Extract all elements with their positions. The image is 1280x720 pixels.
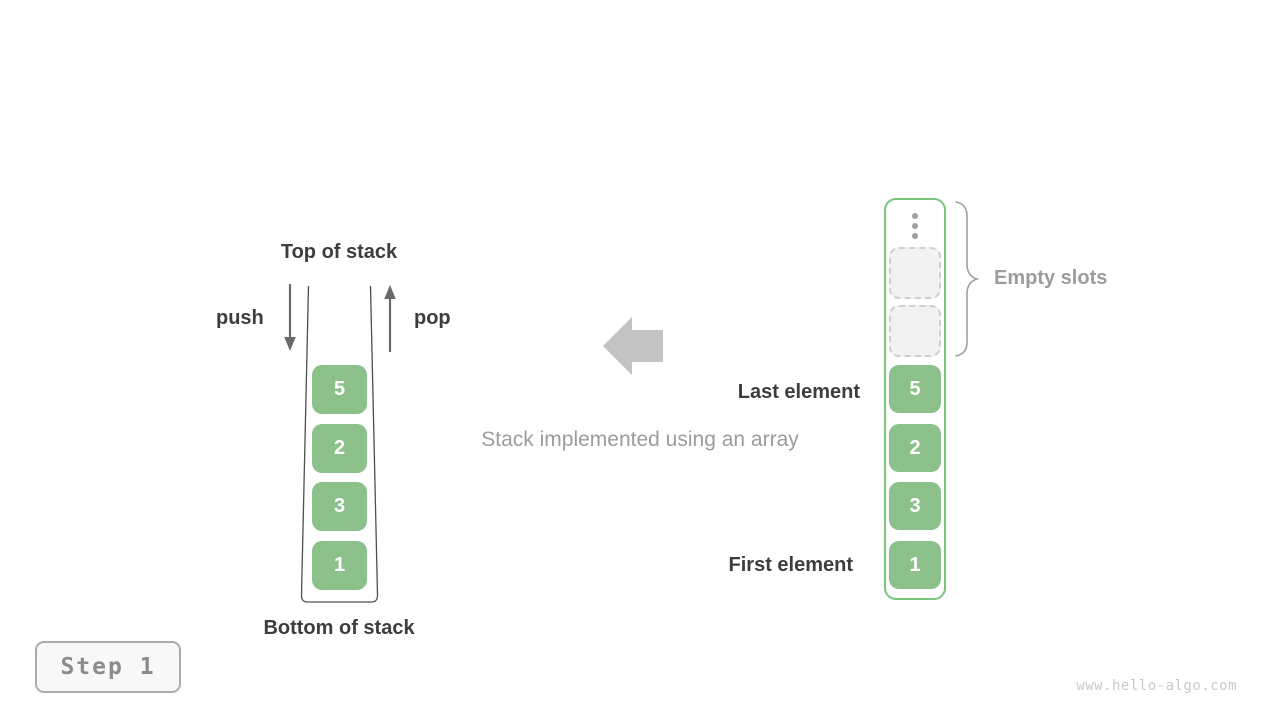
- array-cell: 2: [889, 424, 941, 472]
- stack-cell-value: 5: [333, 378, 346, 400]
- first-element-label: First element: [728, 554, 853, 576]
- stack-cell-value: 1: [333, 554, 346, 576]
- pop-arrow-icon: [384, 285, 396, 352]
- empty-slot: [889, 247, 941, 299]
- pop-label: pop: [414, 307, 451, 329]
- empty-slot: [889, 305, 941, 357]
- empty-slots-brace: [955, 201, 980, 357]
- watermark-url: www.hello-algo.com: [1076, 678, 1237, 694]
- array-cell-value: 1: [909, 553, 921, 576]
- step-badge-label: Step 1: [60, 654, 156, 680]
- top-of-stack-label: Top of stack: [280, 241, 398, 263]
- last-element-label: Last element: [737, 381, 860, 403]
- vertical-ellipsis-icon: [912, 213, 918, 239]
- step-badge: Step 1: [35, 641, 181, 693]
- array-cell: 1: [889, 541, 941, 589]
- bottom-of-stack-label: Bottom of stack: [263, 617, 415, 639]
- stack-cell: 3: [312, 482, 367, 531]
- stack-cell-value: 2: [333, 437, 346, 459]
- push-label: push: [216, 307, 264, 329]
- empty-slots-label: Empty slots: [994, 267, 1108, 289]
- push-arrow-icon: [284, 284, 296, 351]
- stack-cell: 2: [312, 424, 367, 473]
- array-cell: 5: [889, 365, 941, 413]
- left-block-arrow-icon: [603, 317, 663, 375]
- array-cell-value: 2: [909, 436, 921, 459]
- array-cell-value: 5: [909, 377, 921, 400]
- stack-cell-value: 3: [333, 495, 346, 517]
- array-cell-value: 3: [909, 494, 921, 517]
- array-container: 5 2 3 1: [884, 198, 946, 600]
- diagram-caption: Stack implemented using an array: [481, 428, 799, 451]
- array-cell: 3: [889, 482, 941, 530]
- stack-cell: 5: [312, 365, 367, 414]
- stack-cell: 1: [312, 541, 367, 590]
